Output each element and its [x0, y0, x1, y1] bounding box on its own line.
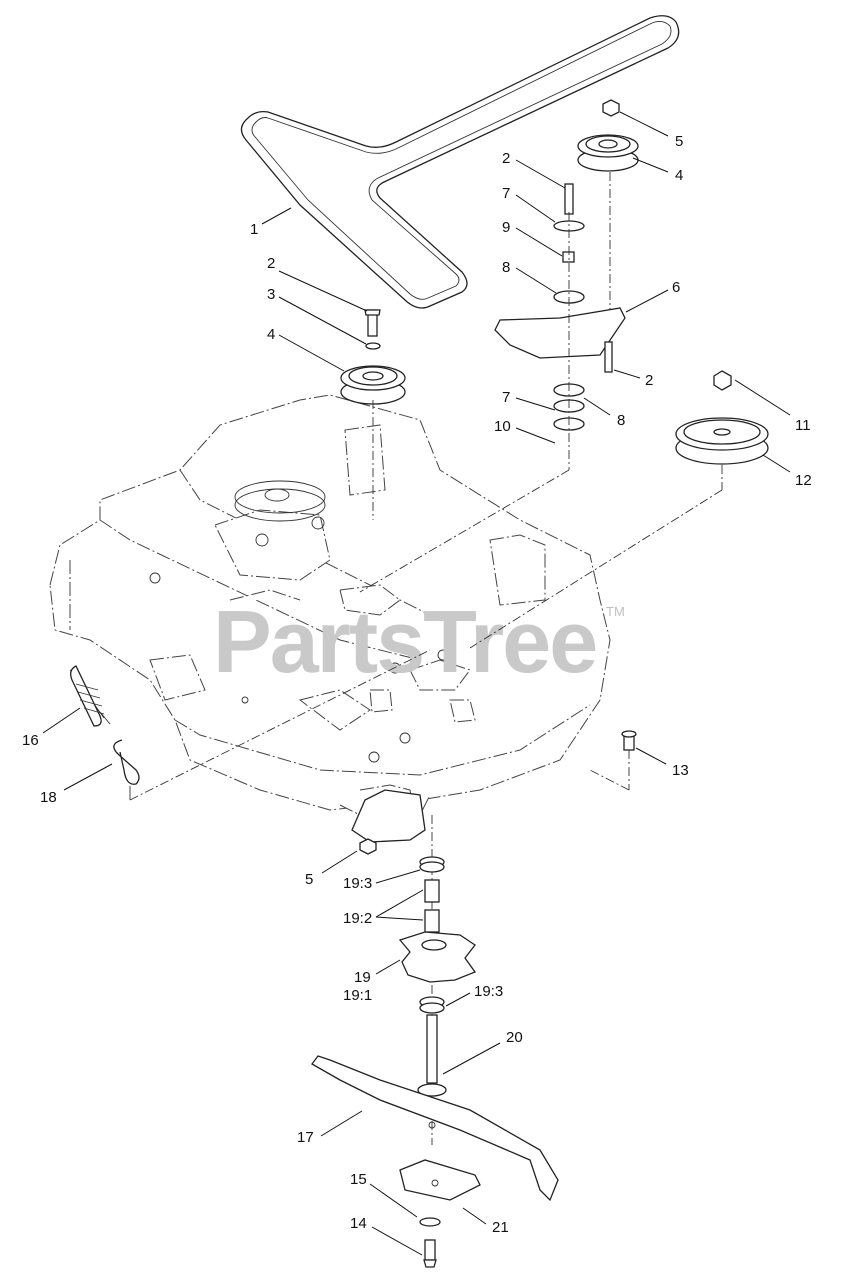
callout-15: 15 [350, 1171, 367, 1188]
callout-14: 14 [350, 1215, 367, 1232]
callout-7-bottom: 7 [502, 389, 510, 406]
callout-17: 17 [297, 1129, 314, 1146]
callout-12: 12 [795, 472, 812, 489]
callout-7-top: 7 [502, 185, 510, 202]
callout-21: 21 [492, 1219, 509, 1236]
callout-3: 3 [267, 286, 275, 303]
callout-4-left: 4 [267, 326, 275, 343]
part-bolt-13 [589, 730, 637, 791]
callout-5-top: 5 [675, 133, 683, 150]
callout-6: 6 [672, 279, 680, 296]
callout-19-1: 19:1 [343, 987, 372, 1004]
callout-18: 18 [40, 789, 57, 806]
callout-19-2: 19:2 [343, 910, 372, 927]
callout-13: 13 [672, 762, 689, 779]
callout-20: 20 [506, 1029, 523, 1046]
mower-deck [49, 394, 611, 816]
callout-1: 1 [250, 221, 258, 238]
watermark-text: PartsTree [213, 592, 596, 691]
part-right-idler [359, 99, 639, 593]
callout-11: 11 [795, 417, 811, 434]
part-belt [240, 15, 680, 309]
callout-labels: 1 2 3 4 5 4 2 7 9 8 6 2 7 8 10 11 12 13 … [22, 133, 812, 1236]
callout-8-bottom: 8 [617, 412, 625, 429]
leader-lines [42, 111, 791, 1256]
callout-16: 16 [22, 732, 39, 749]
part-spindle-assembly [351, 789, 477, 1145]
callout-2-left: 2 [267, 255, 275, 272]
part-left-idler [340, 309, 406, 520]
callout-19: 19 [354, 969, 371, 986]
callout-10: 10 [494, 418, 511, 435]
callout-4-right: 4 [675, 167, 683, 184]
callout-5-bottom: 5 [305, 871, 313, 888]
callout-19-3-bottom: 19:3 [474, 983, 503, 1000]
watermark-trademark: TM [606, 604, 625, 619]
part-blade-plate [399, 1159, 481, 1268]
callout-9: 9 [502, 219, 510, 236]
callout-8-top: 8 [502, 259, 510, 276]
part-spring [69, 665, 111, 727]
part-blade [311, 1055, 559, 1202]
part-drive-pulley [469, 370, 769, 649]
callout-2-right: 2 [645, 372, 653, 389]
callout-2-top: 2 [502, 150, 510, 167]
callout-19-3-top: 19:3 [343, 875, 372, 892]
part-hairpin [113, 649, 431, 801]
